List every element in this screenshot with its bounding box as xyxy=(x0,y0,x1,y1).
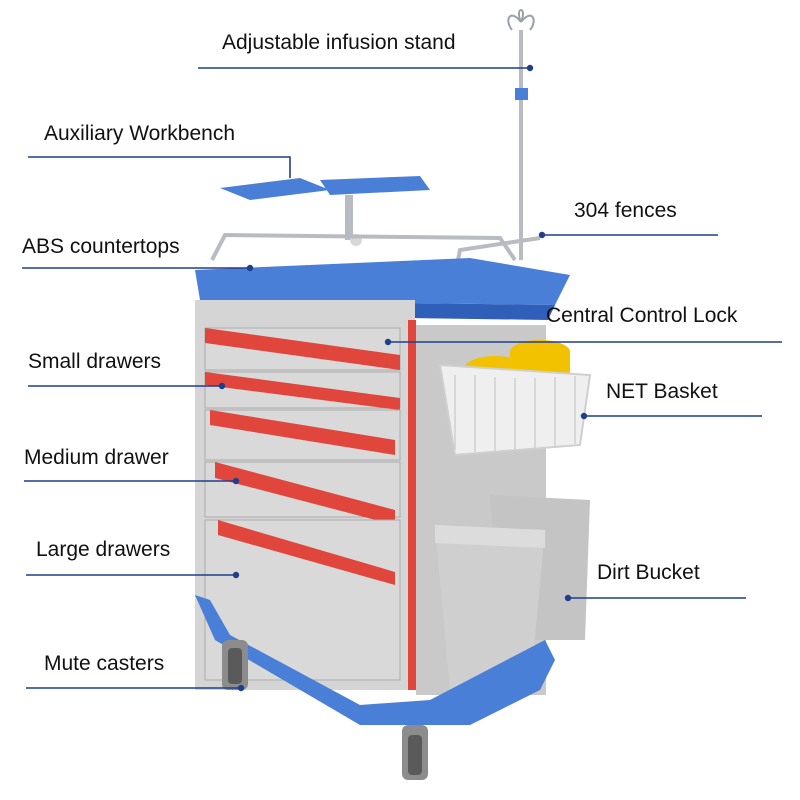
label-infusion-stand: Adjustable infusion stand xyxy=(222,31,456,54)
label-countertops: ABS countertops xyxy=(22,235,180,258)
label-dirt-bucket: Dirt Bucket xyxy=(597,561,700,584)
label-small-drawers: Small drawers xyxy=(28,350,162,373)
casters-illustration xyxy=(222,640,428,780)
workbench-illustration xyxy=(220,176,430,246)
label-workbench: Auxiliary Workbench xyxy=(44,122,236,145)
dirt-bucket-illustration xyxy=(435,495,590,690)
base-illustration xyxy=(195,595,555,725)
net-basket-illustration xyxy=(438,340,592,457)
label-large-drawers: Large drawers xyxy=(36,538,171,561)
drawers-illustration xyxy=(204,327,401,681)
label-control-lock: Central Control Lock xyxy=(546,304,738,327)
infusion-stand-illustration xyxy=(507,9,535,260)
label-fences: 304 fences xyxy=(574,199,677,222)
label-net-basket: NET Basket xyxy=(606,380,718,403)
countertop-illustration xyxy=(195,258,570,305)
label-casters: Mute casters xyxy=(44,652,165,675)
leader-dots xyxy=(218,64,588,692)
label-medium-drawer: Medium drawer xyxy=(24,446,169,469)
leader-lines xyxy=(22,67,782,689)
